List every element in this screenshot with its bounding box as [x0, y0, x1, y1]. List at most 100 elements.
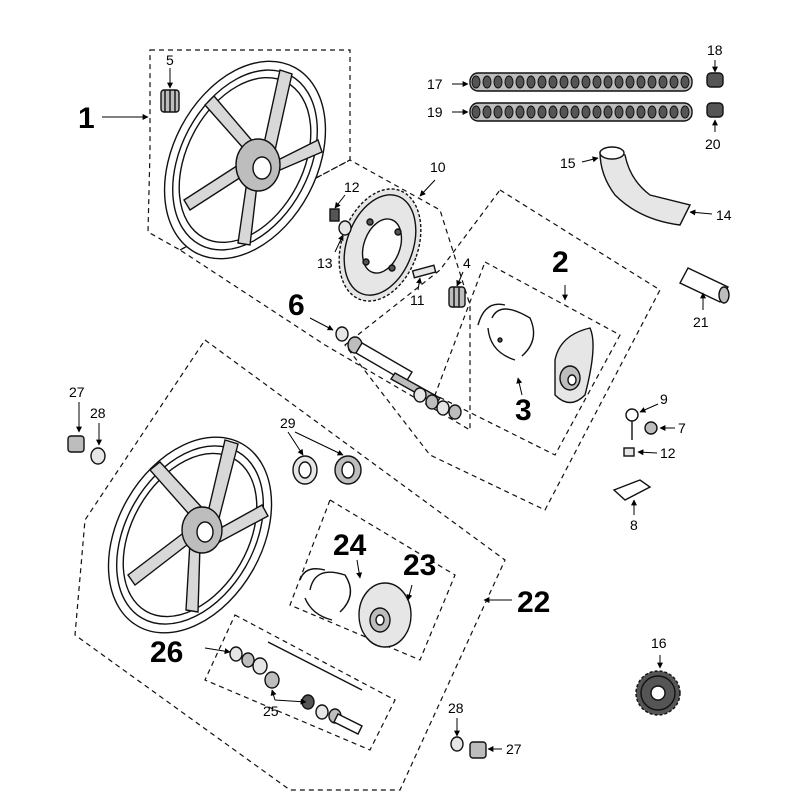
group-boundary-rear-wheel [147, 49, 351, 251]
chain-link [669, 105, 679, 119]
group-boundary-rear-axle [178, 159, 471, 432]
chain-link [625, 105, 635, 119]
chain-link [680, 105, 690, 119]
callout-14: 14 [716, 207, 732, 223]
chain-link [592, 75, 602, 89]
chain-link [504, 105, 514, 119]
callout-12b: 12 [660, 445, 676, 461]
callout-3: 3 [515, 394, 532, 427]
chain-link [636, 75, 646, 89]
spacer-tube[interactable] [679, 267, 730, 304]
axle-nut-27-bottom[interactable] [469, 741, 487, 759]
callout-27b: 27 [506, 741, 522, 757]
chain-link [614, 75, 624, 89]
axle-nut-27-left[interactable] [67, 435, 85, 453]
chain-link [603, 105, 613, 119]
chain-link [526, 75, 536, 89]
callout-2: 2 [552, 246, 569, 279]
chain-link [548, 105, 558, 119]
rear-axle-assembly[interactable] [335, 326, 462, 420]
chain-link [504, 75, 514, 89]
front-brake-shoes[interactable] [299, 568, 352, 621]
group-boundary-front-wheel [74, 339, 506, 791]
chain-guard[interactable] [599, 146, 692, 226]
chain-link [493, 105, 503, 119]
callout-13: 13 [317, 255, 333, 271]
callout-22: 22 [517, 586, 550, 619]
callout-4: 4 [463, 255, 471, 271]
chain-link [482, 105, 492, 119]
callout-18: 18 [707, 42, 723, 58]
chain-link [548, 75, 558, 89]
sprocket-stud[interactable] [411, 264, 437, 279]
chain-tensioner-bracket[interactable] [612, 479, 652, 501]
chain-link [537, 75, 547, 89]
rear-wheel[interactable] [132, 33, 358, 286]
group-boundary-rear-brake-parts [434, 261, 621, 456]
leader-lines [76, 60, 718, 752]
callout-26: 26 [150, 636, 183, 669]
rear-brake-shoes[interactable] [477, 303, 535, 361]
callout-6: 6 [288, 289, 305, 322]
callout-9: 9 [660, 391, 668, 407]
chain-link [581, 75, 591, 89]
chain-link [680, 75, 690, 89]
callout-8: 8 [630, 517, 638, 533]
chain-link [471, 105, 481, 119]
drive-chain-17[interactable] [469, 72, 693, 92]
callout-20: 20 [705, 136, 721, 152]
chain-link [603, 75, 613, 89]
chain-link [559, 75, 569, 89]
chain-link [647, 105, 657, 119]
chain-link [636, 105, 646, 119]
nut-7[interactable] [644, 421, 658, 435]
chain-link [482, 75, 492, 89]
chain-link [625, 75, 635, 89]
callout-21: 21 [693, 314, 709, 330]
callout-11: 11 [410, 292, 425, 308]
washer-28-left[interactable] [90, 447, 106, 465]
callout-1: 1 [78, 102, 95, 135]
group-boundary-front-brake-parts [289, 499, 456, 661]
chain-link [570, 105, 580, 119]
rear-hub-bearing[interactable] [448, 286, 466, 308]
callout-labels: 1 2 3 4 5 6 7 8 9 10 11 12 12 13 14 15 1… [69, 42, 732, 757]
front-wheel[interactable] [75, 408, 305, 662]
bolt-12-right[interactable] [623, 447, 635, 457]
chain-master-link-18[interactable] [706, 72, 724, 88]
callout-19: 19 [427, 104, 443, 120]
rear-wheel-bearing[interactable] [160, 89, 180, 113]
front-freewheel-sprocket[interactable] [635, 670, 681, 716]
front-brake-plate[interactable] [358, 582, 412, 648]
drive-chain-19[interactable] [469, 102, 693, 122]
rear-brake-plate[interactable] [554, 327, 594, 404]
washer-28-bottom[interactable] [450, 736, 464, 752]
callout-10: 10 [430, 159, 446, 175]
chain-link [669, 75, 679, 89]
callout-16: 16 [651, 635, 667, 651]
sprocket-bolt[interactable] [329, 208, 340, 222]
chain-link [570, 75, 580, 89]
callout-25: 25 [263, 703, 279, 719]
chain-link [493, 75, 503, 89]
callout-24: 24 [333, 529, 367, 562]
adjuster-nut-9[interactable] [625, 408, 639, 440]
chain-link [647, 75, 657, 89]
chain-master-link-20[interactable] [706, 102, 724, 118]
callout-5: 5 [166, 52, 174, 68]
chain-link [614, 105, 624, 119]
front-hub-seals[interactable] [292, 455, 362, 485]
callout-12a: 12 [344, 179, 360, 195]
callout-7: 7 [678, 420, 686, 436]
callout-28a: 28 [90, 405, 106, 421]
front-axle-assembly[interactable] [229, 641, 363, 735]
chain-link [537, 105, 547, 119]
chain-link [658, 105, 668, 119]
callout-15: 15 [560, 155, 576, 171]
chain-link [515, 75, 525, 89]
callout-27a: 27 [69, 384, 85, 400]
callout-28b: 28 [448, 700, 464, 716]
sprocket-washer[interactable] [338, 220, 352, 236]
chain-link [526, 105, 536, 119]
